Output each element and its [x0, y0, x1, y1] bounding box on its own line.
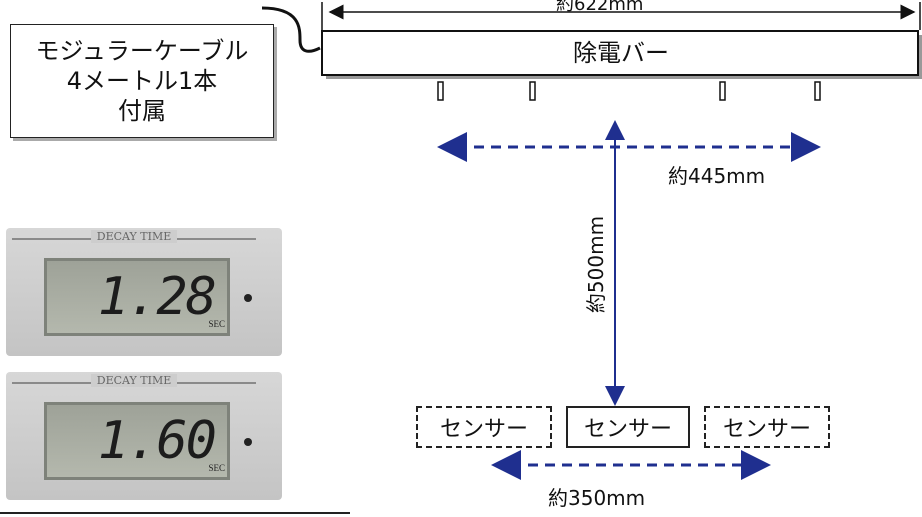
emitter-pin: [719, 81, 726, 101]
lcd-display: 1.60 SEC: [44, 402, 230, 480]
sensor-right: センサー: [704, 406, 830, 448]
bar-length-label: 約622mm: [556, 0, 644, 15]
sensor-label: センサー: [439, 417, 528, 442]
cable-line: [261, 6, 321, 53]
cable-info-line: モジュラーケーブル: [35, 37, 249, 65]
emitter-pin: [529, 81, 536, 101]
emitter-pin: [814, 81, 821, 101]
upper-span-label: 約445mm: [668, 164, 766, 188]
emitter-pin: [437, 81, 444, 101]
lcd-value: 1.60: [97, 411, 217, 471]
decay-meter-2: DECAY TIME 1.60 SEC: [6, 372, 282, 500]
lcd-value: 1.28: [97, 267, 217, 327]
decay-meter-1: DECAY TIME 1.28 SEC: [6, 228, 282, 356]
distance-label-wrap: 約500mm: [575, 210, 615, 318]
lcd-unit: SEC: [208, 463, 225, 473]
sensor-label: センサー: [583, 417, 672, 442]
lcd-unit: SEC: [208, 319, 225, 329]
sensor-center: センサー: [566, 406, 690, 448]
sensor-left: センサー: [416, 406, 552, 448]
lower-span-label: 約350mm: [548, 486, 646, 510]
indicator-dot: [244, 294, 252, 302]
cable-info-line: 4メートル1本: [66, 67, 218, 95]
indicator-dot: [244, 438, 252, 446]
static-bar: [321, 30, 919, 76]
divider: [0, 512, 350, 514]
sensor-label: センサー: [722, 417, 811, 442]
distance-label: 約500mm: [584, 215, 609, 313]
static-bar-label: 除電バー: [573, 38, 669, 67]
cable-info-line: 付属: [118, 97, 166, 125]
meter-title: DECAY TIME: [90, 230, 178, 243]
cable-info-box: モジュラーケーブル 4メートル1本 付属: [10, 24, 274, 138]
lcd-display: 1.28 SEC: [44, 258, 230, 336]
meter-title: DECAY TIME: [90, 374, 178, 387]
